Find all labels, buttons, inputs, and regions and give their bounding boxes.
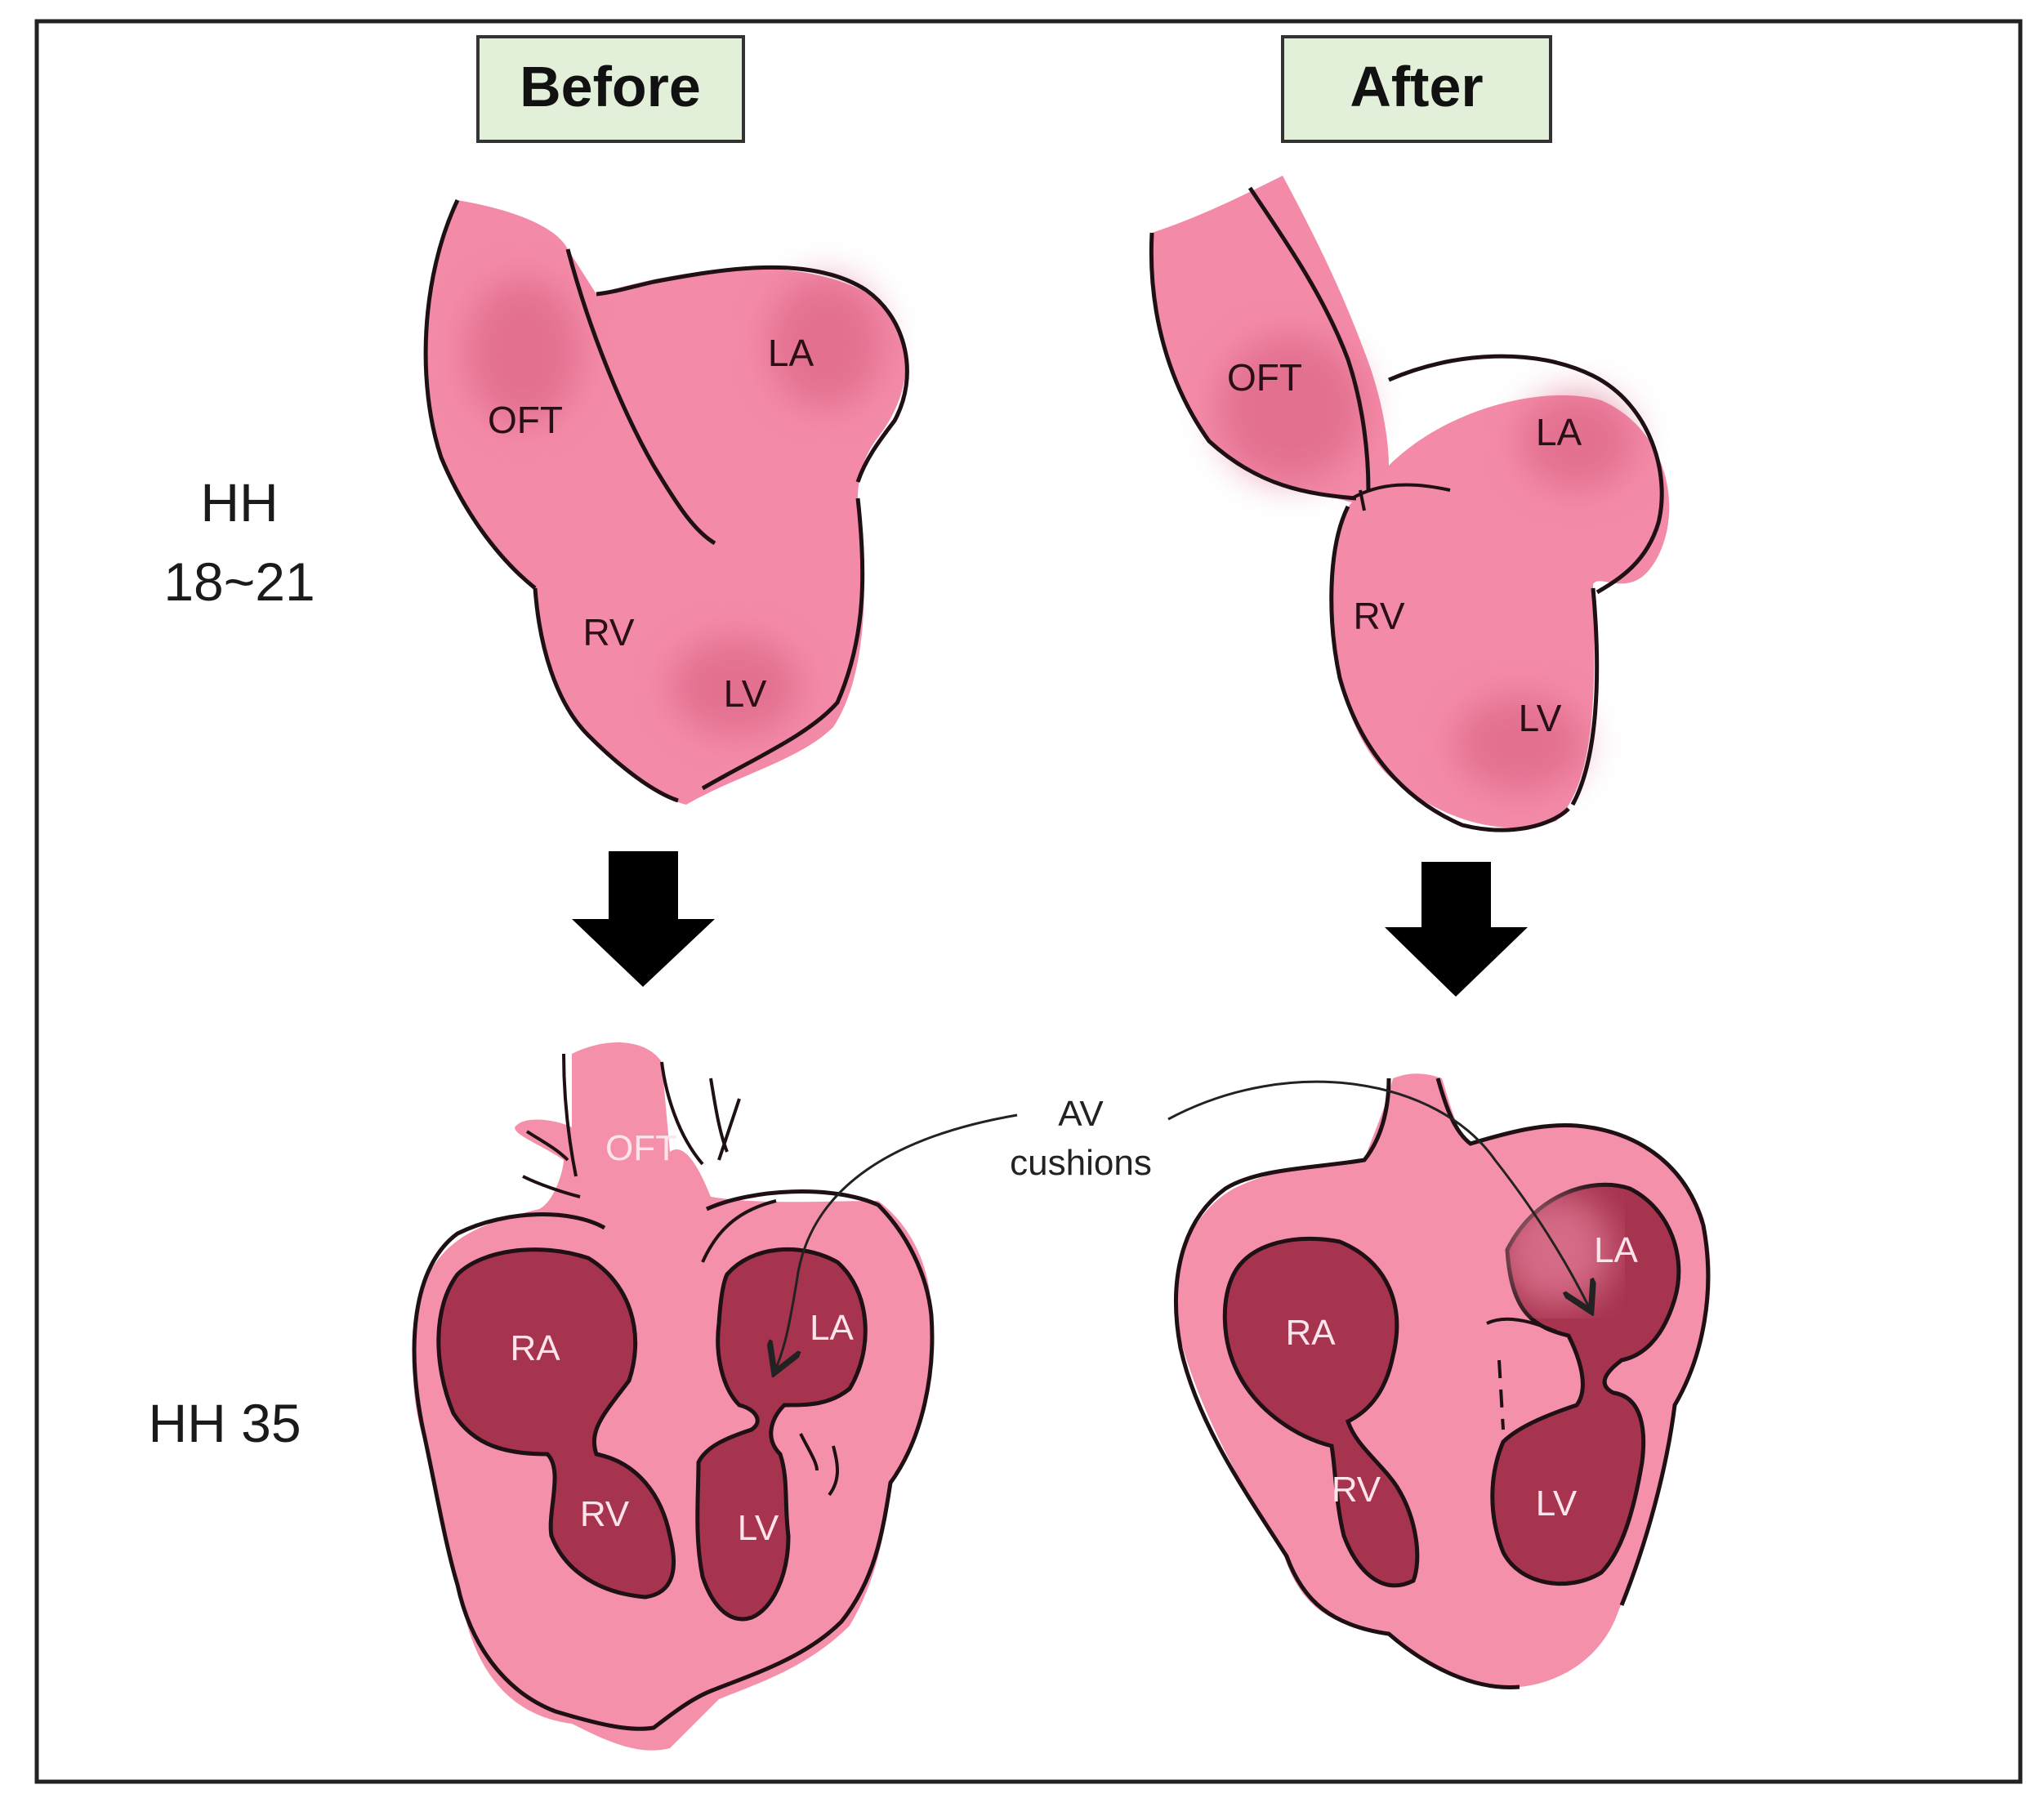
before-header: Before (476, 35, 745, 143)
after-late-ra-label: RA (1285, 1313, 1336, 1353)
after-header-text: After (1350, 55, 1483, 118)
after-late-la-label: LA (1594, 1230, 1638, 1270)
annotation-pointer-left (776, 1113, 1018, 1368)
before-early-oft-label: OFT (488, 399, 563, 441)
stage-label-early-line2: 18~21 (163, 551, 315, 612)
after-early-lv-label: LV (1519, 697, 1562, 739)
before-late-oft-label: OFT (605, 1128, 677, 1168)
before-late-ra-label: RA (510, 1328, 560, 1368)
stage-label-early-line1: HH (200, 472, 278, 533)
before-late-lv-label: LV (738, 1508, 779, 1548)
before-late-rv-label: RV (580, 1494, 630, 1534)
down-arrow-icon (572, 851, 715, 987)
before-early-heart (423, 199, 909, 805)
stage-label-late: HH 35 (148, 1393, 301, 1453)
before-late-heart (412, 1042, 935, 1751)
after-late-lv-label: LV (1536, 1484, 1578, 1524)
after-early-rv-label: RV (1353, 595, 1404, 637)
after-late-heart (1174, 1073, 1711, 1689)
before-early-lv-label: LV (724, 672, 767, 715)
after-early-la-label: LA (1536, 411, 1582, 453)
down-arrow-icon (1385, 862, 1528, 997)
before-early-rv-label: RV (582, 611, 634, 654)
after-late-rv-label: RV (1332, 1470, 1381, 1510)
before-header-text: Before (520, 55, 701, 118)
annotation-line2: cushions (1010, 1143, 1152, 1183)
after-early-heart (1149, 176, 1670, 832)
after-header: After (1281, 35, 1552, 143)
before-late-la-label: LA (810, 1308, 854, 1348)
figure-frame (34, 19, 2023, 1784)
annotation-pointer-right (1167, 1080, 1589, 1307)
after-early-oft-label: OFT (1227, 356, 1302, 399)
before-early-la-label: LA (768, 332, 814, 374)
annotation-line1: AV (1058, 1094, 1104, 1134)
